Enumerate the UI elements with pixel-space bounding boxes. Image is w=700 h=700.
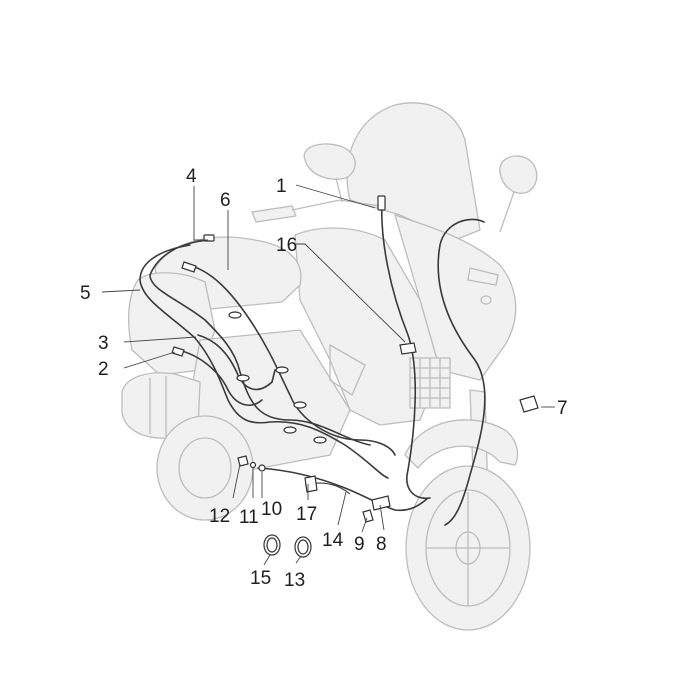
clamp-15 xyxy=(263,534,281,556)
cable-16 xyxy=(380,199,431,499)
left-grip xyxy=(251,205,297,223)
cable-4-end xyxy=(203,234,215,242)
cable-2 xyxy=(177,349,263,406)
callout-16: 16 xyxy=(276,235,297,256)
callout-4: 4 xyxy=(186,166,197,187)
part-7 xyxy=(519,395,539,413)
callout-2: 2 xyxy=(98,359,109,380)
callout-3: 3 xyxy=(98,333,109,354)
right-mirror-stem xyxy=(499,191,515,233)
front-emblem xyxy=(480,295,492,305)
headlight xyxy=(467,267,499,286)
scooter-silhouette xyxy=(121,102,538,631)
cable-4 xyxy=(149,239,371,446)
cable-1 xyxy=(437,218,486,526)
rear-wheel xyxy=(156,415,254,521)
cable-2-end xyxy=(171,346,185,357)
callout-11: 11 xyxy=(239,507,259,528)
windscreen xyxy=(346,102,481,241)
part-9 xyxy=(362,509,374,523)
callout-labels: 1 2 3 4 5 6 7 8 9 10 11 12 13 14 15 16 1… xyxy=(80,166,568,591)
cable-14 xyxy=(257,467,429,512)
exhaust-ring xyxy=(149,376,167,438)
handlebar xyxy=(291,199,381,211)
callout-5: 5 xyxy=(80,283,91,304)
clamp-13 xyxy=(294,536,312,558)
radiator-grille xyxy=(409,357,451,409)
leader-lines xyxy=(101,184,555,566)
part-11 xyxy=(249,461,257,469)
cable-6-end xyxy=(181,261,197,273)
front-fairing xyxy=(394,213,517,381)
callout-13: 13 xyxy=(284,570,305,591)
cable-6 xyxy=(187,264,396,456)
small-parts xyxy=(237,395,539,558)
left-mirror xyxy=(303,143,356,180)
cable-5 xyxy=(139,244,389,479)
cable-16-end xyxy=(377,195,386,211)
callout-14: 14 xyxy=(322,530,344,551)
callout-12: 12 xyxy=(209,506,230,527)
callout-9: 9 xyxy=(354,534,365,555)
callout-6: 6 xyxy=(220,190,231,211)
front-wheel xyxy=(405,465,531,631)
side-vent xyxy=(329,343,366,396)
cable-assemblies xyxy=(139,195,486,526)
cable-clips xyxy=(228,311,327,444)
right-mirror xyxy=(499,155,538,194)
cable-3 xyxy=(197,334,276,391)
part-12 xyxy=(237,455,249,467)
cable-16-clip xyxy=(399,342,417,355)
callout-1: 1 xyxy=(276,176,287,197)
part-10 xyxy=(258,464,266,472)
part-8 xyxy=(371,495,391,511)
callout-7: 7 xyxy=(557,398,568,419)
callout-15: 15 xyxy=(250,568,271,589)
front-fender xyxy=(404,419,519,469)
part-17-fitting xyxy=(304,475,318,493)
leg-shield xyxy=(294,227,441,426)
callout-17: 17 xyxy=(296,504,317,525)
callout-10: 10 xyxy=(261,499,282,520)
callout-8: 8 xyxy=(376,534,387,555)
